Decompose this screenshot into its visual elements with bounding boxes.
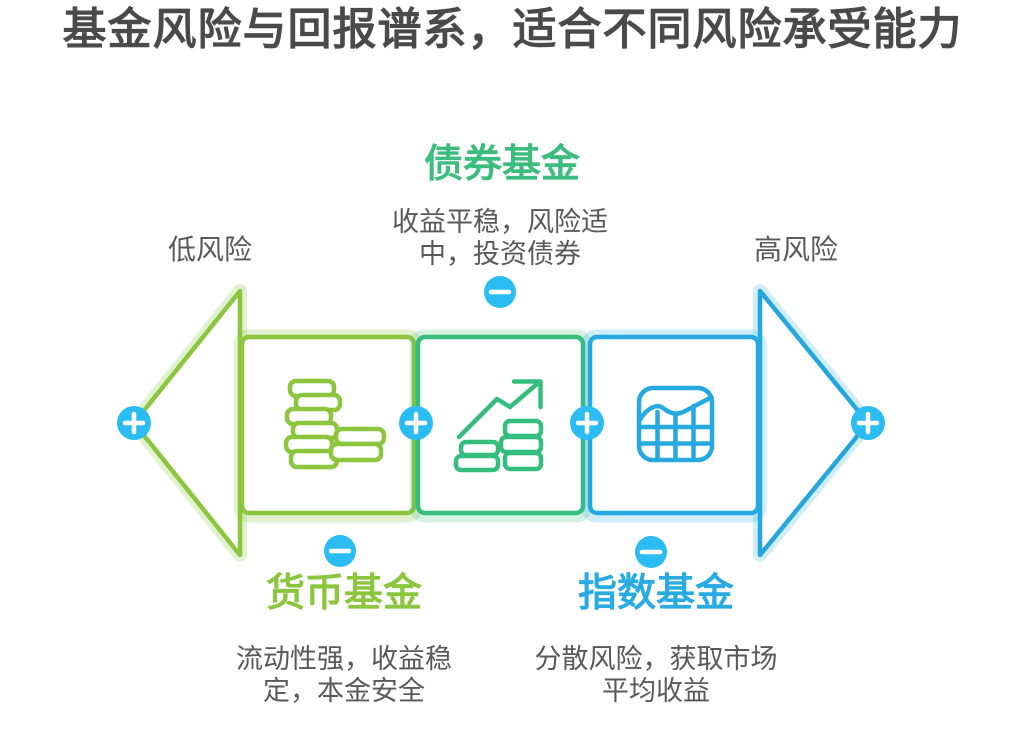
minus-toggle-money[interactable] [324,535,356,567]
minus-toggle-bond[interactable] [484,276,516,308]
money-fund-name: 货币基金 [265,572,422,615]
bond-fund-description: 收益平稳，风险适中，投资债券 [392,207,608,269]
money-fund-description: 流动性强，收益稳定，本金安全 [236,644,452,706]
plus-toggle-mid-right[interactable] [570,406,604,440]
bond-fund-name: 债券基金 [423,143,580,186]
low-risk-label: 低风险 [167,234,252,265]
index-fund-name: 指数基金 [577,572,734,615]
index-fund-description: 分散风险，获取市场平均收益 [534,644,778,706]
minus-toggle-index[interactable] [635,536,667,568]
bond-fund-node [409,329,592,523]
money-fund-node [233,329,423,523]
plus-toggle-mid-left[interactable] [399,406,433,440]
plus-toggle-left[interactable] [117,406,151,440]
coin-stacks-icon [283,378,387,470]
plus-toggle-right[interactable] [851,406,885,440]
page-title: 基金风险与回报谱系，适合不同风险承受能力 [62,5,963,54]
index-fund-node [581,329,767,523]
high-risk-label: 高风险 [753,234,838,265]
chart-grid-icon [636,385,715,463]
coins-trend-up-icon [453,379,544,473]
